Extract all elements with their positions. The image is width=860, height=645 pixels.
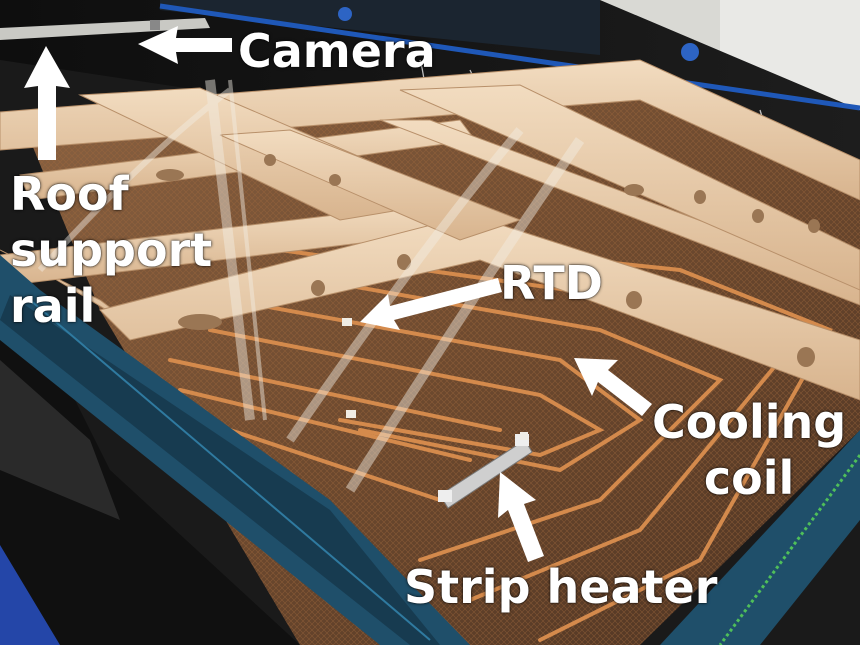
roof-rail-graphic: [0, 18, 210, 40]
roof-support-rail-label: Roof support rail: [10, 166, 212, 334]
pcb-rails: [0, 255, 860, 645]
rtd-sensor-graphic: [342, 318, 528, 440]
light-glare: [37, 79, 585, 493]
roof-support-rail-label-line: Roof: [10, 167, 129, 221]
arrow-roof-rail: [24, 46, 70, 160]
arrow-strip-heater: [498, 472, 544, 562]
arrow-camera: [138, 26, 232, 64]
steel-structure: [0, 250, 300, 645]
frame-holes: [156, 154, 820, 367]
roof-support-rail-label-line: support: [10, 223, 213, 277]
arrow-rtd: [360, 278, 502, 330]
strip-heater-label: Strip heater: [404, 560, 718, 614]
camera-label: Camera: [238, 24, 436, 78]
strip-heater-graphic: [438, 434, 533, 509]
cooling-coil-label-line: Cooling: [652, 395, 847, 449]
rtd-label: RTD: [500, 256, 603, 310]
cooling-coil-label: Cooling coil: [652, 394, 846, 506]
cooling-coil-label-line: coil: [703, 451, 795, 505]
arrow-cooling-coil: [574, 358, 652, 416]
roof-support-rail-label-line: rail: [10, 279, 96, 333]
